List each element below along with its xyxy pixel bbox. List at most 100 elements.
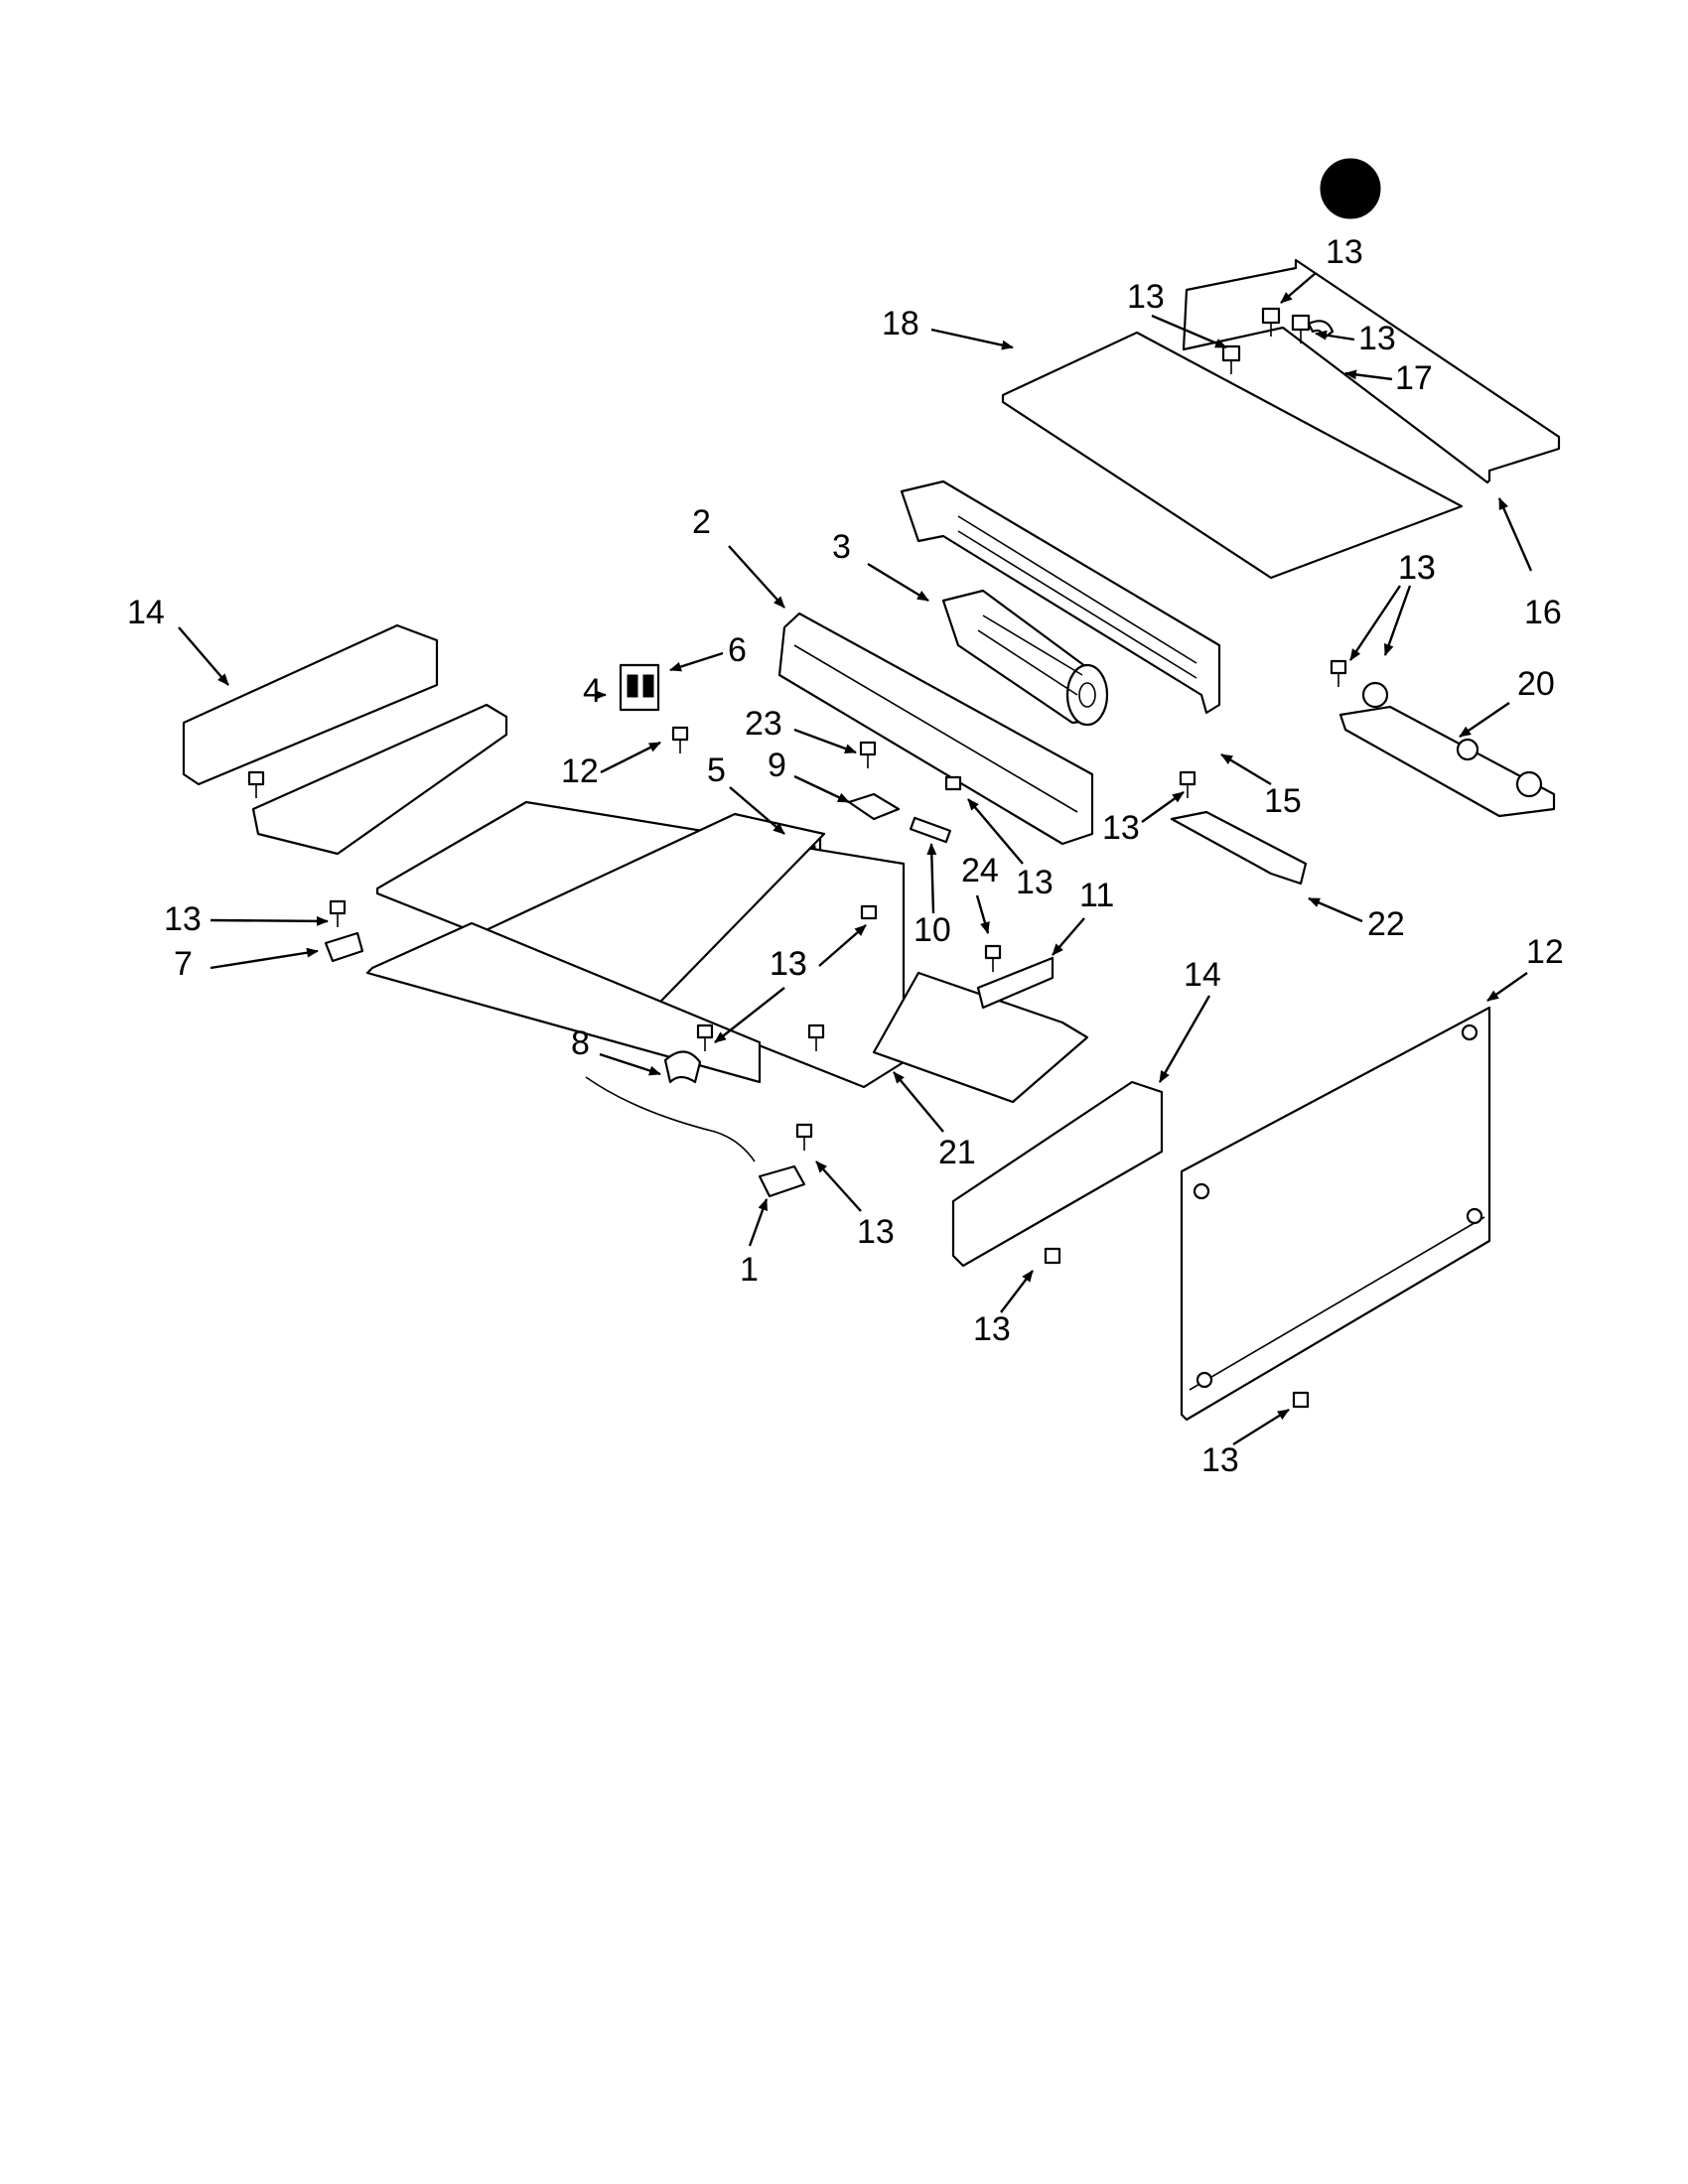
- callout-label-24: 24: [961, 852, 999, 889]
- leader-arrow-13: [210, 915, 329, 926]
- callout-label-20: 20: [1517, 665, 1555, 703]
- screw-icon: [795, 1123, 813, 1151]
- callout-label-4: 4: [583, 672, 602, 710]
- leader-arrow-12: [1486, 972, 1528, 1002]
- leader-arrow-15: [1220, 752, 1272, 786]
- callout-label-11: 11: [1079, 877, 1114, 914]
- screw-icon: [807, 1024, 825, 1051]
- leader-arrow-20: [1459, 702, 1510, 738]
- leader-arrow-13: [714, 987, 785, 1043]
- leader-arrow-10: [926, 843, 937, 914]
- filled-circle-marker: [1320, 158, 1381, 219]
- leader-arrow-21: [893, 1071, 944, 1133]
- leader-arrow-24: [975, 894, 990, 934]
- screw-icon: [247, 770, 265, 798]
- part-14-right-bracket: [951, 1080, 1164, 1268]
- screw-icon: [1261, 307, 1281, 337]
- callout-label-13: 13: [1358, 320, 1396, 357]
- leader-arrow-7: [210, 947, 319, 970]
- leader-arrow-23: [793, 728, 857, 754]
- callout-label-13: 13: [857, 1213, 895, 1251]
- part-14-left-bracket: [182, 623, 508, 856]
- part-15-rear-rail: [900, 479, 1221, 715]
- leader-arrow-17: [1344, 369, 1393, 381]
- leader-arrow-13: [1141, 791, 1185, 823]
- part-11-terminal-strip: [976, 956, 1055, 1010]
- screw-icon: [696, 1024, 714, 1051]
- screw-icon: [859, 741, 877, 768]
- part-12-front-panel: [1180, 1006, 1491, 1422]
- callout-label-13: 13: [1398, 549, 1436, 587]
- leader-arrow-22: [1308, 896, 1363, 923]
- callout-label-21: 21: [938, 1134, 976, 1171]
- callout-label-22: 22: [1367, 905, 1405, 943]
- callout-label-8: 8: [571, 1024, 590, 1062]
- leader-arrow-13: [1315, 330, 1355, 341]
- callout-label-13: 13: [973, 1310, 1011, 1348]
- callout-label-16: 16: [1524, 594, 1562, 631]
- callout-label-14: 14: [1184, 956, 1221, 994]
- callout-label-18: 18: [882, 305, 919, 342]
- screw-icon: [1291, 314, 1311, 343]
- screw-icon-group: [247, 659, 1347, 1409]
- callout-label-13: 13: [1102, 809, 1140, 847]
- leader-arrow-13: [1349, 585, 1401, 661]
- leader-arrow-8: [599, 1052, 661, 1076]
- leader-arrow-13: [1000, 1270, 1034, 1313]
- callout-label-5: 5: [707, 751, 726, 789]
- screw-icon: [944, 775, 962, 791]
- part-8-clip: [585, 1050, 756, 1162]
- leader-arrow-6: [669, 651, 724, 672]
- callout-label-10: 10: [914, 911, 951, 949]
- callout-label-3: 3: [832, 528, 851, 566]
- leader-arrow-13: [967, 798, 1024, 865]
- leader-arrow-13: [818, 924, 867, 967]
- leader-arrow-1: [748, 1198, 769, 1247]
- callout-label-1: 1: [740, 1251, 759, 1289]
- screw-icon: [1179, 770, 1196, 798]
- callout-label-17: 17: [1395, 359, 1433, 397]
- callout-label-15: 15: [1264, 782, 1302, 820]
- leader-arrow-9: [793, 774, 850, 804]
- part-21-main-housing: [365, 800, 1089, 1104]
- part-9-terminal-block: [847, 792, 901, 821]
- leader-arrow-2: [728, 545, 785, 609]
- part-10-fuse: [909, 816, 952, 844]
- callout-label-13: 13: [770, 945, 807, 983]
- leader-arrow-13: [1151, 314, 1227, 349]
- leader-arrow-11: [1052, 917, 1085, 956]
- callout-label-12: 12: [561, 752, 599, 790]
- leader-arrow-13: [1232, 1408, 1290, 1446]
- screw-icon: [1292, 1391, 1310, 1409]
- leader-arrow-13: [1383, 585, 1412, 656]
- part-7-clip: [324, 931, 364, 963]
- screw-icon-group-top: [1221, 307, 1311, 374]
- callout-label-2: 2: [692, 503, 711, 541]
- callout-label-13: 13: [1398, 549, 1436, 587]
- part-22-bracket: [1170, 810, 1308, 886]
- leader-arrow-13: [815, 1160, 862, 1212]
- part-2-duct: [777, 612, 1094, 846]
- leader-arrow-14: [178, 626, 229, 686]
- screw-icon: [1330, 659, 1347, 687]
- callout-label-13: 13: [1201, 1441, 1239, 1479]
- screw-icon: [984, 944, 1002, 972]
- part-18-insulation: [1001, 331, 1464, 580]
- callout-label-6: 6: [728, 631, 747, 669]
- leader-arrow-14: [1158, 995, 1211, 1083]
- leader-arrow-13: [1280, 272, 1317, 304]
- leader-arrow-12: [600, 741, 661, 774]
- screw-icon: [1221, 344, 1241, 374]
- callout-label-12: 12: [1526, 933, 1564, 971]
- callout-label-9: 9: [768, 747, 786, 784]
- part-20-roller-bracket: [1338, 681, 1556, 818]
- callout-label-7: 7: [174, 945, 193, 983]
- leader-arrow-16: [1497, 497, 1533, 572]
- part-3-blower: [941, 589, 1109, 727]
- callout-label-13: 13: [1326, 233, 1363, 271]
- callout-label-13: 13: [1016, 864, 1054, 901]
- screw-icon: [671, 726, 689, 753]
- leader-arrow-18: [930, 328, 1014, 350]
